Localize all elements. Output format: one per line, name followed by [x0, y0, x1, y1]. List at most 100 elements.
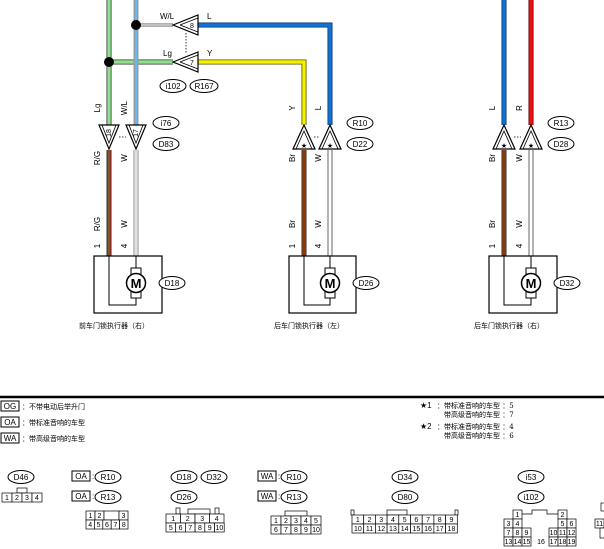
connector-label-d34[interactable]: D34 [391, 470, 419, 484]
connector-label-r13[interactable]: R13 [280, 490, 308, 504]
pin-cell: 8 [512, 527, 523, 538]
pin-cell: 2 [280, 515, 292, 526]
connector-pin-8: 8 [171, 14, 199, 36]
pin-cell: 7 [185, 522, 196, 533]
connector-label-r13[interactable]: R13 [94, 490, 122, 504]
svg-text:1: 1 [171, 516, 175, 523]
connector-pin: ★ [318, 123, 342, 150]
note-line: ：带标准音响的车型 ：5 [437, 401, 514, 410]
wire-label: W [314, 220, 323, 228]
connector-pin: ★ [292, 123, 316, 150]
connector-label-d22[interactable]: D22 [346, 137, 374, 151]
note-mark: ★2 [420, 422, 432, 431]
svg-text:19: 19 [568, 539, 576, 546]
pin-cell: 15 [410, 523, 423, 534]
legend-text: ：带高级音响的车型 [22, 434, 85, 443]
svg-text:12: 12 [377, 526, 385, 533]
connector-label-r13[interactable]: R13 [547, 116, 575, 130]
connector-label-r167[interactable]: R167 [189, 79, 219, 93]
connector-label-d46[interactable]: D46 [7, 470, 35, 484]
wire-y [198, 60, 306, 125]
pin-cell: 9 [521, 527, 532, 538]
connector-label-d26[interactable]: D26 [352, 276, 380, 290]
connector-label-i102[interactable]: i102 [517, 490, 545, 504]
wire-label: L [488, 105, 497, 110]
connector-code: i76 [161, 119, 172, 128]
wire-label: Br [288, 154, 297, 162]
connector-label-d32[interactable]: D32 [200, 470, 228, 484]
connector-label-d18[interactable]: D18 [170, 470, 198, 484]
connector-label-r10[interactable]: R10 [346, 116, 374, 130]
wire-label: Lg [93, 104, 102, 113]
pin-cell: 3 [290, 515, 302, 526]
svg-text:3: 3 [379, 517, 383, 524]
svg-text:6: 6 [179, 525, 183, 532]
pin-cell: 10 [351, 523, 365, 534]
pin-cell: 18 [557, 536, 568, 547]
svg-text:9: 9 [208, 525, 212, 532]
svg-text:9: 9 [525, 530, 529, 537]
svg-text:11: 11 [596, 521, 603, 528]
wire-l-border [198, 22, 333, 125]
note-mark: ★1 [420, 401, 432, 410]
svg-text:7: 7 [188, 525, 192, 532]
pin-cell: 6 [175, 522, 186, 533]
connector-label-d83[interactable]: D83 [152, 137, 180, 151]
conditional-connector-r13: OA:R13 [71, 490, 122, 504]
connector-pin: ★ [519, 123, 543, 150]
svg-text:7: 7 [507, 530, 511, 537]
pin-cell: 4 [209, 513, 225, 524]
actuator-caption: 后车门锁执行器（左） [274, 321, 344, 330]
svg-text:4: 4 [35, 495, 39, 502]
connector-label-d26[interactable]: D26 [170, 490, 198, 504]
svg-text:8: 8 [516, 530, 520, 537]
pin-star: ★ [301, 142, 307, 150]
svg-text:OA: OA [75, 472, 87, 481]
pin-cell: 3 [503, 518, 514, 529]
connector-label-d32[interactable]: D32 [553, 276, 581, 290]
pin-cell: 3 [118, 510, 129, 521]
connector-label-i76[interactable]: i76 [152, 116, 180, 130]
wire-label: Y [207, 49, 213, 58]
svg-text:WA: WA [261, 472, 274, 481]
svg-text:4: 4 [391, 517, 395, 524]
connector-label-i53[interactable]: i53 [517, 470, 545, 484]
connector-code: D22 [353, 140, 368, 149]
pin-cell: 17 [433, 523, 446, 534]
pin-cell: 16 [421, 523, 435, 534]
connector-label-i102[interactable]: i102 [159, 79, 187, 93]
pin-cell: 8 [119, 519, 129, 530]
pin-cell: 4 [85, 519, 95, 530]
svg-text:5: 5 [169, 525, 173, 532]
pin-cell: 5 [310, 515, 322, 526]
pin-cell: 13 [386, 523, 400, 534]
legend-item-wa: WA：带高级音响的车型 [0, 432, 85, 444]
pin-cell: 10 [548, 527, 559, 538]
pin-cell: 7 [421, 514, 435, 525]
pin-cell: 1 [512, 509, 523, 520]
connector-label-d28[interactable]: D28 [547, 137, 575, 151]
svg-text:5: 5 [403, 517, 407, 524]
svg-text:13: 13 [389, 526, 397, 533]
svg-text:9: 9 [449, 517, 453, 524]
connector-label-d18[interactable]: D18 [158, 276, 186, 290]
connector-label-r10[interactable]: R10 [94, 470, 122, 484]
pin-cell: 5 [557, 518, 568, 529]
connector-label-r10[interactable]: R10 [280, 470, 308, 484]
connector-view-partial: 11 [594, 502, 604, 539]
svg-text:12: 12 [568, 530, 576, 537]
connector-code: D28 [554, 140, 569, 149]
svg-text:1: 1 [5, 495, 9, 502]
legend-item-og: OG：不带电动后举升门 [0, 400, 85, 412]
connector-label-d80[interactable]: D80 [391, 490, 419, 504]
connector-code: R10 [287, 473, 302, 482]
svg-text:7: 7 [284, 527, 288, 534]
pin-cell: 12 [566, 527, 577, 538]
pin-cell: 5 [165, 522, 177, 533]
